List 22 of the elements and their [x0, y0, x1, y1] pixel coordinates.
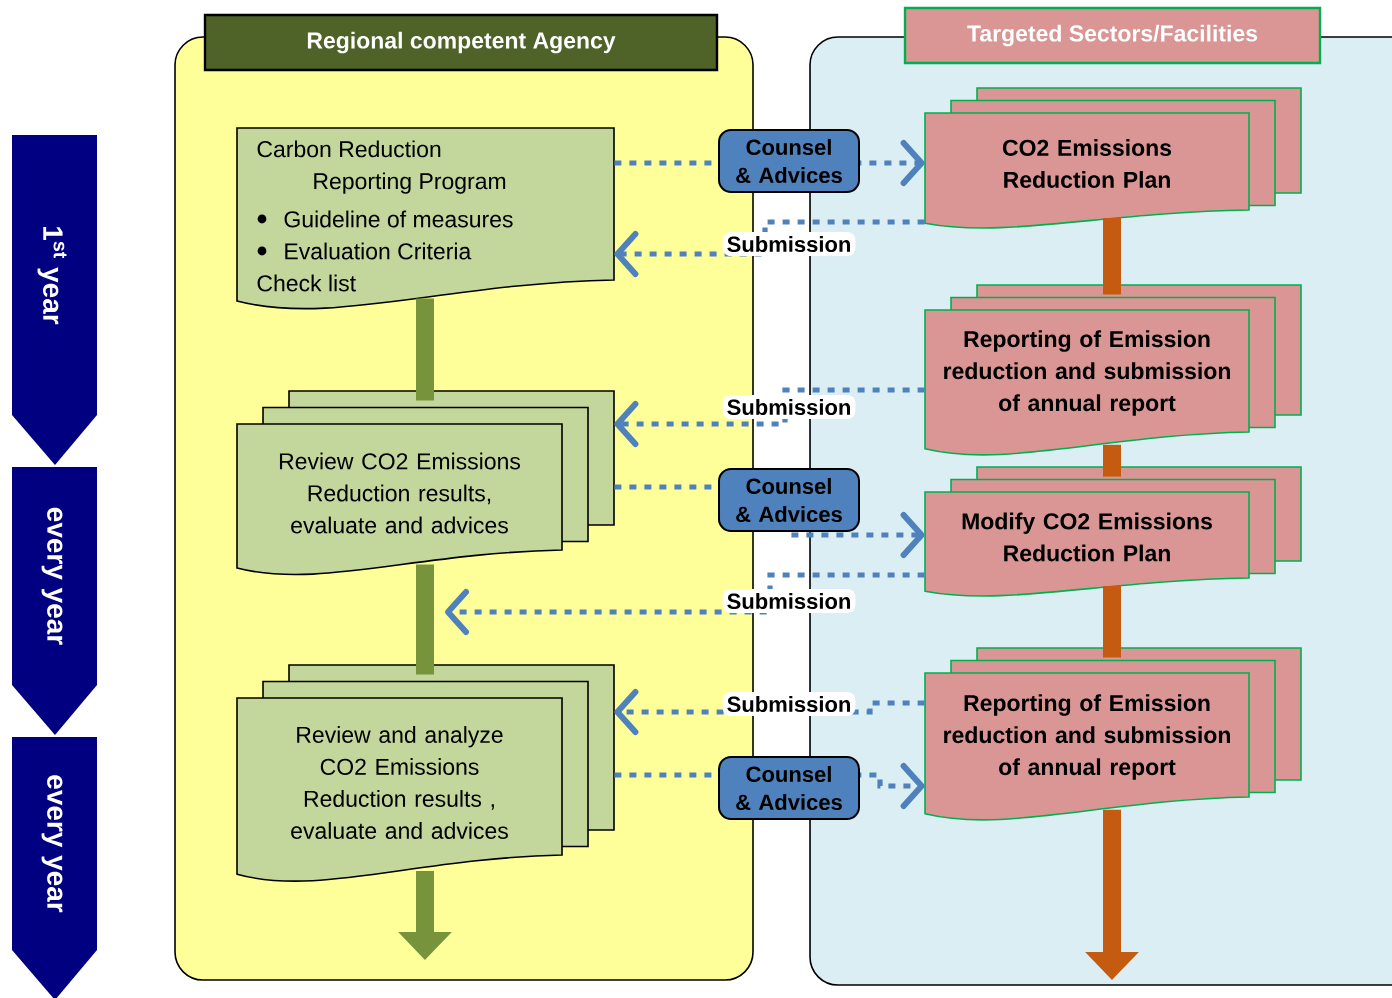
arrow — [614, 387, 925, 447]
header-banner: Targeted Sectors/Facilities — [903, 6, 1322, 65]
edge-label: Submission — [722, 394, 856, 420]
year-banner: every year — [12, 467, 97, 735]
label-box: Counsel & Advices — [718, 756, 860, 820]
year-banner: every year — [12, 737, 97, 998]
document-stack: CO2 Emissions Reduction Plan — [924, 87, 1302, 229]
arrow — [614, 219, 925, 277]
year-banner: 1$^{st}$ year — [12, 135, 97, 465]
edge-label: Submission — [722, 691, 856, 717]
label-box: Counsel & Advices — [718, 129, 860, 193]
document-stack: Modify CO2 Emissions Reduction Plan — [924, 466, 1302, 597]
label-box: Counsel & Advices — [718, 468, 860, 532]
edge-label: Submission — [722, 588, 856, 614]
header-banner: Regional competent Agency — [203, 13, 719, 72]
document-stack: Reporting of Emission reduction and submission of annual report — [924, 284, 1302, 456]
document-box: Carbon Reduction Reporting Program Guideline of measures Evaluation Criteria Check list — [236, 127, 615, 310]
arrow — [445, 572, 925, 635]
document-stack: Review and analyze CO2 Emissions Reduction results , evaluate and advices — [236, 664, 615, 882]
document-stack: Reporting of Emission reduction and submission of annual report — [924, 647, 1302, 821]
document-stack: Review CO2 Emissions Reduction results, evaluate and advices — [236, 390, 615, 576]
edge-label: Submission — [722, 231, 856, 257]
